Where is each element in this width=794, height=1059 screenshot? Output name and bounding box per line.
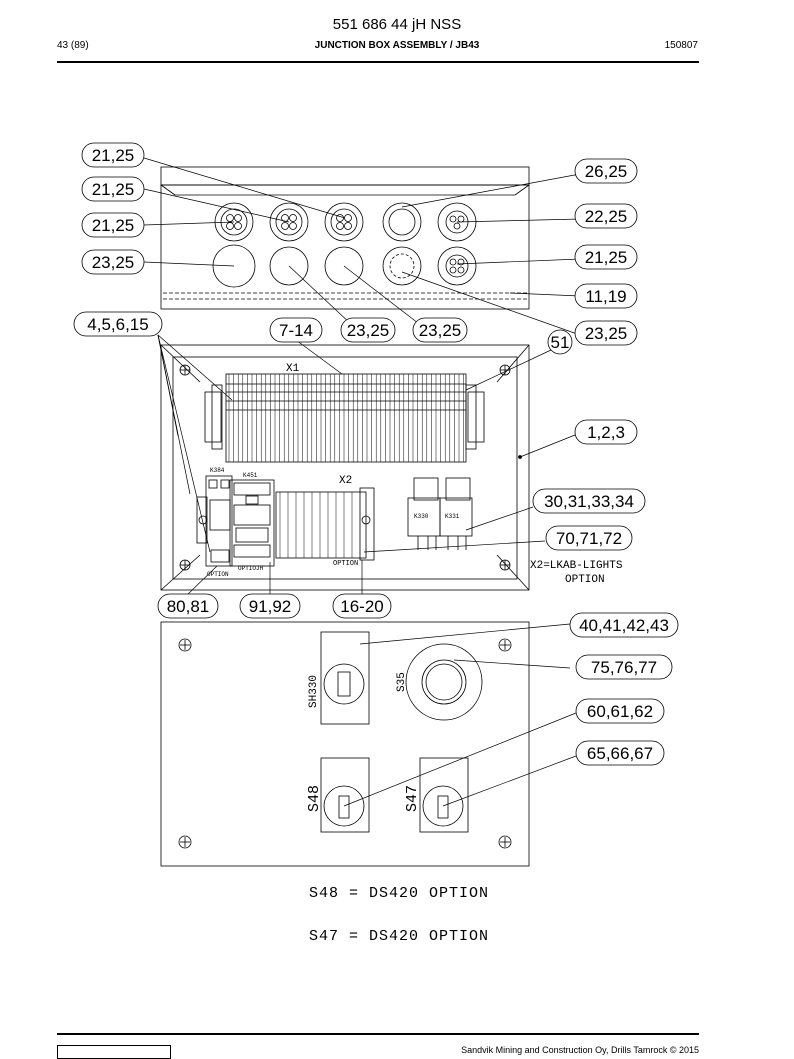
callout-bubble: 30,31,33,34 bbox=[532, 488, 646, 514]
callout-label: 22,25 bbox=[585, 207, 628, 226]
callout-bubble: 51 bbox=[547, 329, 573, 355]
label-k384: K384 bbox=[210, 467, 225, 474]
callout-label: 23,25 bbox=[347, 321, 390, 340]
label-s35: S35 bbox=[396, 672, 408, 692]
callout-label: 1,2,3 bbox=[587, 423, 625, 442]
callout-bubble: 26,25 bbox=[574, 158, 638, 184]
document-number: 551 686 44 jH NSS bbox=[332, 16, 462, 33]
callout-label: 91,92 bbox=[249, 597, 292, 616]
cable-gland-row-1 bbox=[214, 202, 477, 242]
label-k451: K451 bbox=[243, 472, 258, 479]
callout-bubble: 21,25 bbox=[81, 142, 145, 168]
callout-label: 30,31,33,34 bbox=[544, 492, 634, 511]
callout-bubble: 23,25 bbox=[574, 320, 638, 346]
note-s47: S47 = DS420 OPTION bbox=[309, 928, 490, 945]
gland-enclosure bbox=[160, 166, 530, 310]
callout-label: 23,25 bbox=[419, 321, 462, 340]
callout-label: 51 bbox=[551, 333, 570, 352]
label-option-k451: OPTIOJH bbox=[238, 565, 264, 572]
callout-label: 70,71,72 bbox=[556, 529, 622, 548]
switch-s35 bbox=[405, 643, 483, 721]
callout-label: 60,61,62 bbox=[587, 702, 653, 721]
switch-s48 bbox=[320, 757, 370, 833]
callout-label: 23,25 bbox=[92, 253, 135, 272]
callout-label: 23,25 bbox=[585, 324, 628, 343]
callout-bubble: 21,25 bbox=[574, 244, 638, 270]
label-s48: S48 bbox=[306, 785, 323, 812]
callout-label: 75,76,77 bbox=[591, 658, 657, 677]
callout-bubble: 23,25 bbox=[412, 317, 468, 343]
label-option-x2: OPTION bbox=[333, 560, 358, 568]
label-x1: X1 bbox=[286, 363, 300, 375]
callout-bubble: 1,2,3 bbox=[574, 419, 638, 445]
terminal-block-x1 bbox=[204, 373, 485, 463]
terminal-block-x2 bbox=[275, 487, 375, 561]
label-s47: S47 bbox=[404, 785, 421, 812]
callout-bubble: 21,25 bbox=[81, 176, 145, 202]
switch-panel bbox=[160, 621, 530, 867]
switch-s47 bbox=[419, 757, 469, 833]
terminal-enclosure bbox=[160, 344, 530, 591]
callout-label: 65,66,67 bbox=[587, 744, 653, 763]
x2-note-line1: X2=LKAB-LIGHTS bbox=[530, 560, 623, 572]
callout-bubble: 60,61,62 bbox=[575, 698, 665, 724]
callout-bubble: 23,25 bbox=[340, 317, 396, 343]
callout-bubble: 21,25 bbox=[81, 212, 145, 238]
page-number: 43 (89) bbox=[57, 40, 89, 51]
callout-label: 21,25 bbox=[92, 216, 135, 235]
header-rule bbox=[57, 61, 699, 63]
callout-label: 4,5,6,15 bbox=[87, 315, 148, 334]
callout-bubble: 70,71,72 bbox=[545, 525, 633, 551]
callout-label: 16-20 bbox=[340, 597, 383, 616]
relay-k331 bbox=[439, 477, 473, 550]
callout-bubble: 11,19 bbox=[574, 283, 638, 309]
sandvik-logo bbox=[57, 1045, 171, 1059]
x2-note-line2: OPTION bbox=[565, 574, 605, 586]
callout-bubble: 23,25 bbox=[81, 249, 145, 275]
callout-bubble: 40,41,42,43 bbox=[569, 612, 679, 638]
callout-label: 11,19 bbox=[585, 287, 626, 306]
note-s48: S48 = DS420 OPTION bbox=[309, 885, 490, 902]
callout-label: 21,25 bbox=[92, 146, 135, 165]
label-x2: X2 bbox=[339, 475, 352, 487]
label-k330: K330 bbox=[414, 513, 429, 520]
cable-gland-row-2 bbox=[212, 244, 477, 288]
callout-bubble: 22,25 bbox=[574, 203, 638, 229]
callout-bubble: 4,5,6,15 bbox=[73, 311, 163, 337]
footer-rule bbox=[57, 1033, 699, 1035]
callout-bubble: 91,92 bbox=[239, 593, 301, 619]
page-title: JUNCTION BOX ASSEMBLY / JB43 bbox=[314, 40, 480, 51]
callout-label: 21,25 bbox=[92, 180, 135, 199]
callout-bubble: 16-20 bbox=[332, 593, 392, 619]
callout-label: 40,41,42,43 bbox=[579, 616, 669, 635]
breaker-k384 bbox=[196, 475, 233, 567]
leader-lines bbox=[143, 157, 581, 807]
contactor-k451 bbox=[229, 479, 275, 567]
callout-label: 21,25 bbox=[585, 248, 628, 267]
callout-label: 26,25 bbox=[585, 162, 628, 181]
callout-bubbles: 21,25 21,25 21,25 23,25 26,25 22,25 21,25 11,19… bbox=[73, 142, 679, 766]
label-k331: K331 bbox=[445, 513, 460, 520]
callout-label: 7-14 bbox=[279, 321, 313, 340]
callout-label: 80,81 bbox=[167, 597, 210, 616]
callout-bubble: 75,76,77 bbox=[575, 654, 673, 680]
label-sh330: SH330 bbox=[308, 675, 320, 708]
callout-bubble: 7-14 bbox=[269, 317, 323, 343]
document-date: 150807 bbox=[664, 40, 698, 51]
footer-copyright: Sandvik Mining and Construction Oy, Dril… bbox=[461, 1045, 699, 1055]
callout-bubble: 65,66,67 bbox=[575, 740, 665, 766]
callout-bubble: 80,81 bbox=[157, 593, 219, 619]
switch-sh330 bbox=[320, 631, 370, 725]
label-option-k384: OPTION bbox=[207, 571, 229, 578]
